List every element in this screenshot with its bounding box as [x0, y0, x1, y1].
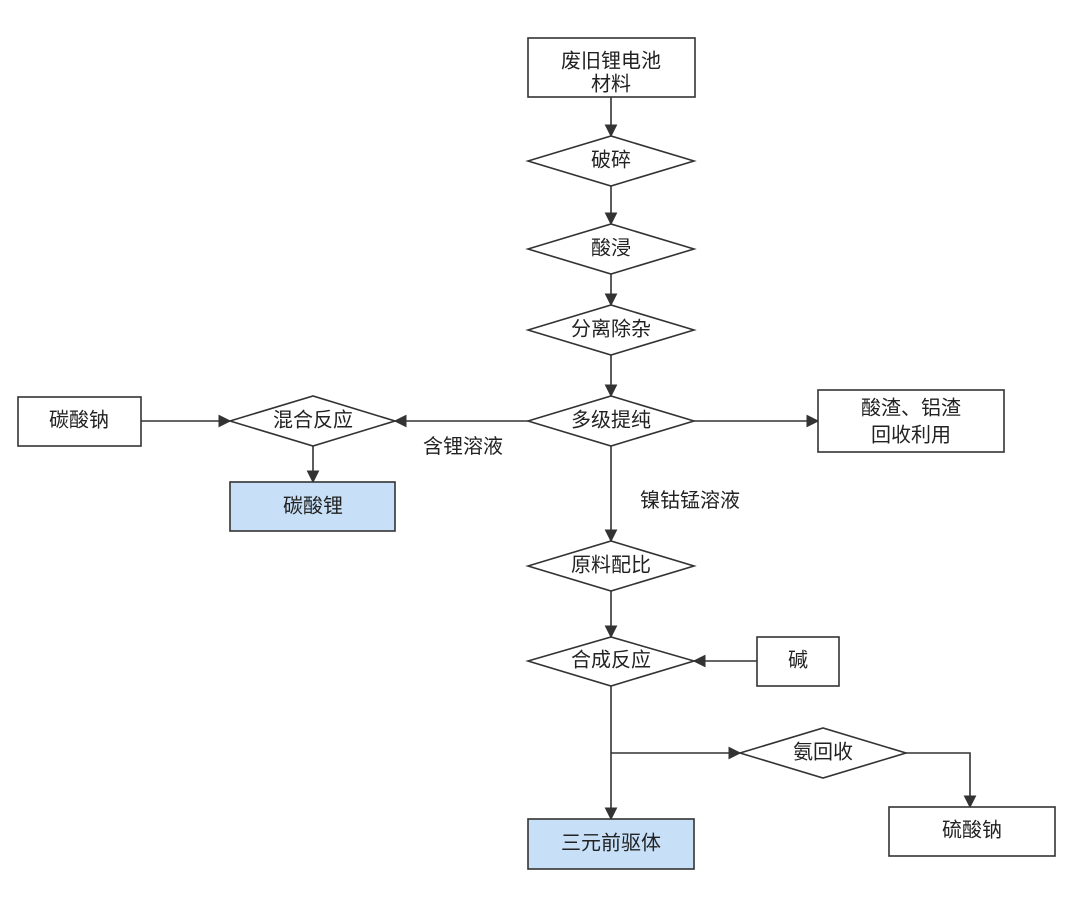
- node-separation: 分离除杂: [525, 304, 697, 356]
- node-ratio-label: 原料配比: [571, 553, 651, 577]
- node-alkali-label: 碱: [788, 648, 808, 672]
- node-acid-residue: 酸渣、铝渣 回收利用: [817, 389, 1005, 453]
- node-synthesis: 合成反应: [525, 636, 697, 687]
- node-waste-battery-line-1: 废旧锂电池: [561, 49, 661, 73]
- node-ratio: 原料配比: [525, 540, 697, 592]
- edge-ammonia-recovery-to-sodium-sulfate: [906, 752, 977, 809]
- node-sodium-carbonate-input-label: 碳酸钠: [49, 408, 109, 432]
- node-lithium-carbonate: 碳酸锂: [229, 481, 396, 532]
- node-crushing: 破碎: [525, 135, 697, 187]
- node-purification-label: 多级提纯: [571, 408, 651, 432]
- edge-label-ncm-solution: 镍钴锰溶液: [640, 488, 740, 512]
- node-acid-leach-label: 酸浸: [591, 236, 631, 260]
- node-waste-battery-line-2: 材料: [591, 72, 631, 96]
- node-alkali: 碱: [756, 636, 840, 687]
- node-ammonia-recovery: 氨回收: [737, 727, 909, 779]
- node-acid-residue-line-2: 回收利用: [871, 423, 951, 447]
- node-crushing-label: 破碎: [591, 148, 631, 172]
- node-mix-reaction: 混合反应: [227, 395, 398, 447]
- edges: [141, 97, 977, 821]
- node-acid-leach: 酸浸: [525, 223, 697, 275]
- node-precursor: 三元前驱体: [527, 818, 695, 870]
- edge-label-lithium-solution: 含锂溶液: [423, 434, 503, 458]
- node-acid-residue-line-1: 酸渣、铝渣: [861, 396, 961, 420]
- node-sodium-sulfate-label: 硫酸钠: [942, 818, 1002, 842]
- node-lithium-carbonate-label: 碳酸锂: [283, 494, 343, 518]
- node-purification: 多级提纯: [525, 395, 697, 447]
- node-waste-battery: 废旧锂电池 材料: [527, 37, 696, 98]
- node-sodium-carbonate-input: 碳酸钠: [17, 396, 142, 447]
- node-ammonia-recovery-label: 氨回收: [793, 740, 853, 764]
- node-precursor-label: 三元前驱体: [561, 831, 661, 855]
- node-mix-reaction-label: 混合反应: [273, 408, 353, 432]
- node-separation-label: 分离除杂: [571, 317, 651, 341]
- node-synthesis-label: 合成反应: [571, 648, 651, 672]
- node-sodium-sulfate: 硫酸钠: [888, 806, 1056, 857]
